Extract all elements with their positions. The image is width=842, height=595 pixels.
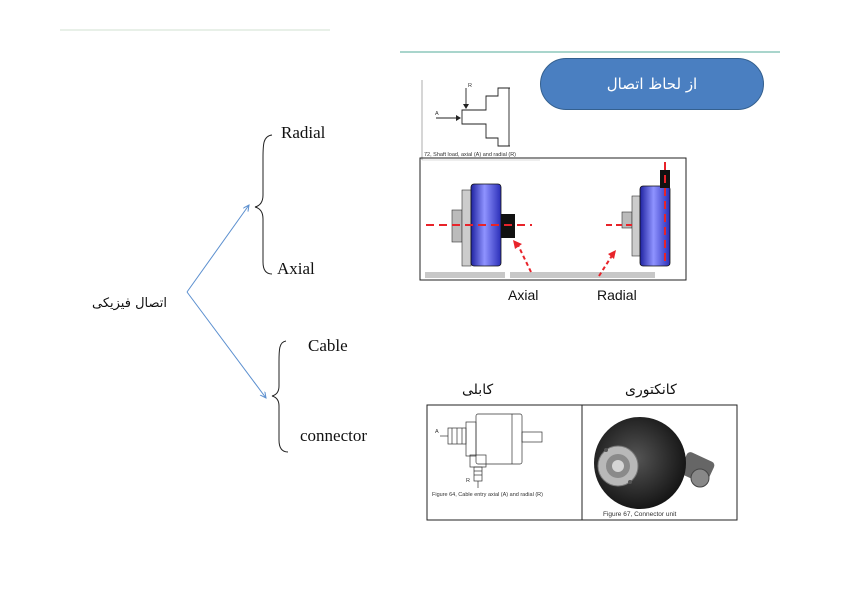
branch-label-cable: Cable: [308, 336, 348, 355]
brace-upper: [254, 134, 273, 275]
branch-label-radial: Radial: [281, 123, 326, 142]
connector-heading: کانکتوری: [625, 382, 677, 398]
connection-banner: از لحاظ اتصال: [540, 58, 764, 110]
connector-encoder-photo: [594, 417, 715, 509]
shaft-load-axis-r: R: [468, 83, 472, 89]
shaft-load-axis-a: A: [435, 111, 439, 117]
radial-pointer: [598, 253, 614, 277]
encoder-label-axial: Axial: [508, 287, 539, 303]
cable-heading: کابلی: [462, 382, 494, 398]
branch-label-connector: connector: [300, 426, 368, 445]
cable-axis-a: A: [435, 429, 439, 435]
encoder-label-radial: Radial: [597, 287, 637, 303]
branch-label-axial: Axial: [277, 259, 315, 278]
root-label: اتصال فیزیکی: [92, 296, 167, 311]
axial-pointer: [516, 242, 532, 273]
connector-caption: Figure 67, Connector unit: [603, 511, 677, 518]
brace-lower: [271, 340, 289, 453]
arrow-to-radial-axial: [186, 205, 249, 293]
shaft-load-caption: 72, Shaft load, axial (A) and radial (R): [424, 152, 517, 158]
arrow-to-cable-connector: [186, 291, 266, 398]
connection-banner-label: از لحاظ اتصال: [606, 75, 698, 93]
cable-drawing: [440, 413, 543, 488]
cable-caption: Figure 64, Cable entry axial (A) and rad…: [432, 492, 543, 498]
cable-axis-r: R: [466, 478, 470, 484]
